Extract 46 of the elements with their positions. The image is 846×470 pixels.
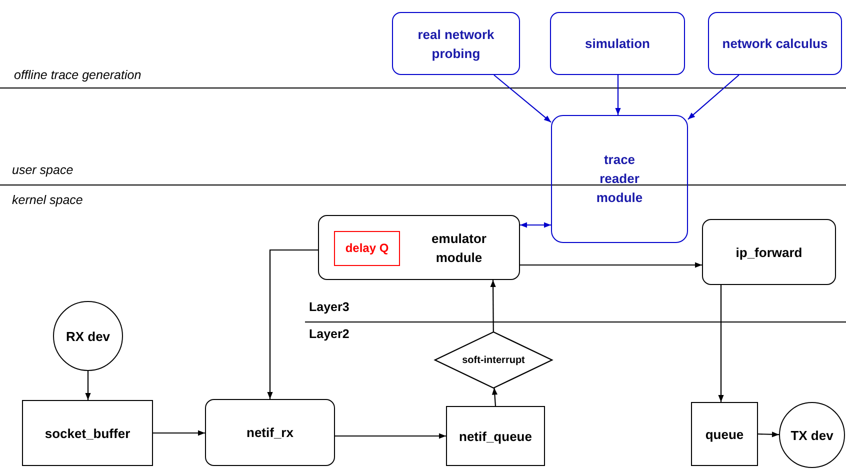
arrow [494, 74, 552, 123]
arrow [688, 74, 740, 120]
arrow [718, 285, 724, 402]
module-box [551, 115, 688, 243]
source-box [392, 12, 520, 75]
layer-label: Layer2 [309, 327, 350, 341]
process-box [318, 215, 520, 280]
node-label: network calculus [721, 35, 829, 53]
arrow [520, 262, 702, 268]
layer-label: Layer3 [309, 300, 350, 314]
source-box [708, 12, 842, 75]
arrow [335, 433, 446, 439]
node-label: simulation [584, 35, 651, 53]
node-label: emulator module [430, 230, 488, 266]
region-label: kernel space [12, 193, 83, 207]
process-box [446, 406, 545, 466]
node-label: real network probing [416, 26, 496, 62]
device-circle [779, 402, 845, 468]
node-label: netif_queue [458, 428, 533, 446]
arrow [267, 249, 318, 399]
decision-diamond [435, 332, 552, 388]
process-box [702, 219, 836, 285]
node-label: RX dev [64, 328, 112, 346]
arrow [85, 371, 91, 400]
arrow [520, 222, 551, 228]
queue-box [334, 231, 400, 266]
process-box [205, 399, 335, 466]
process-box [22, 400, 153, 466]
node-label: socket_buffer [44, 424, 132, 442]
node-label: trace reader module [595, 151, 644, 207]
process-box [691, 402, 758, 466]
arrow [615, 75, 621, 115]
node-label: netif_rx [246, 424, 294, 442]
region-label: user space [12, 163, 74, 177]
region-label: offline trace generation [14, 68, 142, 82]
node-label: TX dev [790, 426, 834, 444]
arrow [492, 388, 498, 406]
arrow [153, 430, 205, 436]
node-label: delay Q [344, 240, 390, 257]
node-label: queue [704, 426, 745, 444]
device-circle [53, 301, 123, 371]
node-label: soft-interrupt [461, 354, 526, 368]
source-box [550, 12, 685, 75]
node-label: ip_forward [734, 244, 804, 262]
arrow [490, 280, 496, 332]
arrow [758, 432, 780, 438]
